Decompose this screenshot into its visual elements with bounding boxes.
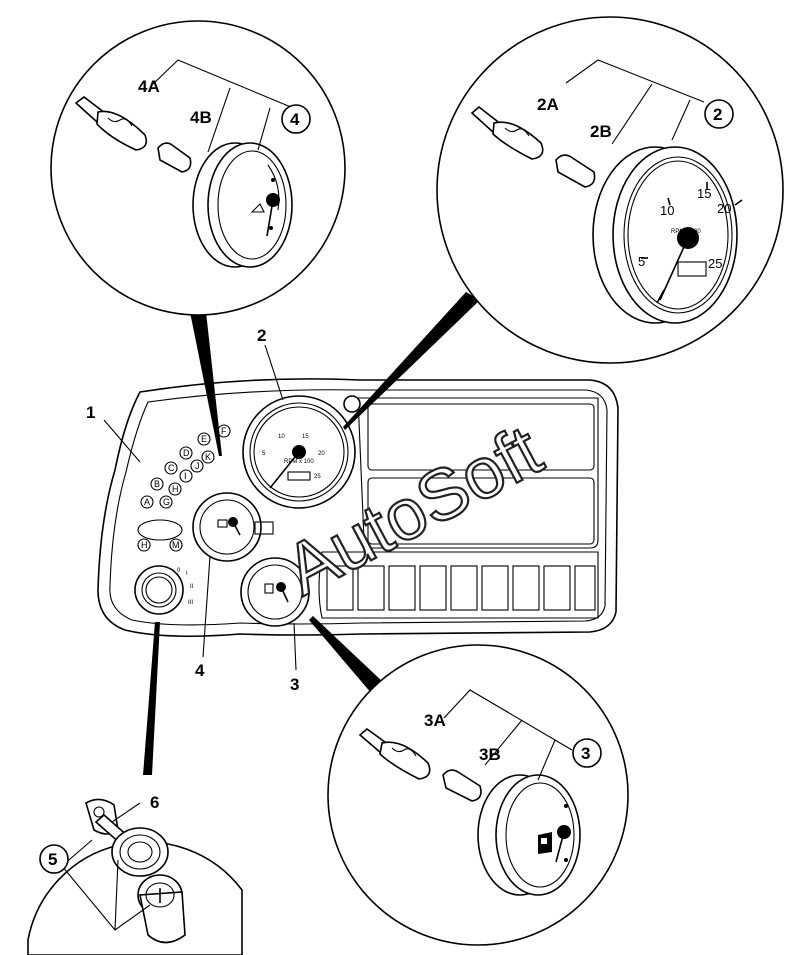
callout-5-circle: [39, 844, 69, 874]
panel-gauge-4: [192, 492, 262, 562]
lens-4b: [157, 142, 192, 173]
switch-pos-2: II: [190, 584, 194, 590]
switch-pos-3: III: [188, 600, 193, 606]
fuel-gauge-detail: [477, 774, 581, 896]
callout-4-panel: 4: [195, 661, 205, 680]
lamp-i: I: [184, 471, 187, 481]
detail-circle-2: 5 10 15 20 25 RPM x 100 2A 2B 2: [436, 16, 784, 364]
lamp-c: C: [168, 463, 175, 473]
callout-3a: 3A: [424, 711, 446, 730]
panel-tachometer: 5 10 15 20 25 RPM x 100: [242, 395, 356, 509]
tach-15: 15: [697, 186, 711, 201]
panel-callouts: 1 2 3 4: [86, 326, 299, 694]
lamp-f: F: [221, 426, 227, 436]
switch-pos-1: I: [186, 571, 188, 577]
indicator-lamp-cluster: A B C D E F G H I J K: [140, 424, 231, 509]
callout-3b: 3B: [479, 745, 501, 764]
panel-tach-unit: RPM x 100: [284, 459, 314, 465]
switch-row: [318, 551, 599, 619]
button-m: [169, 538, 183, 552]
tach-5: 5: [638, 254, 645, 269]
callout-1: 1: [86, 403, 95, 422]
callout-3-circle: [572, 738, 602, 768]
lamp-a: A: [144, 497, 150, 507]
panel-tach-5: 5: [262, 451, 266, 457]
tach-25: 25: [708, 256, 722, 271]
detail-leaders: [143, 292, 480, 775]
switch-pos-0: 0: [177, 568, 181, 574]
lamp-e: E: [201, 434, 207, 444]
panel-tach-15: 15: [302, 434, 309, 440]
tach-20: 20: [717, 201, 731, 216]
callout-3-detail: 3: [581, 744, 590, 763]
bulb-2a: [470, 105, 544, 160]
callout-4-circle: [281, 104, 311, 134]
callout-2-panel: 2: [257, 326, 266, 345]
lens-3b: [442, 769, 482, 802]
panel-tach-20: 20: [318, 451, 325, 457]
button-h-label: H: [141, 540, 148, 550]
detail-circle-3: 3A 3B 3: [327, 644, 629, 946]
lamp-k: K: [205, 452, 211, 462]
lock-cylinder: [111, 827, 186, 944]
callout-6: 6: [150, 793, 159, 812]
callout-3-panel: 3: [290, 675, 299, 694]
button-m-label: M: [172, 540, 180, 550]
panel-gauge-3: [240, 557, 310, 627]
lamp-g: G: [163, 497, 170, 507]
tachometer-detail: 5 10 15 20 25 RPM x 100: [592, 146, 743, 324]
tach-unit: RPM x 100: [671, 229, 701, 235]
detail-circle-ignition: 6 5: [27, 793, 243, 955]
bulb-3a: [358, 727, 431, 780]
bulb-4a: [74, 95, 148, 151]
lens-2b: [555, 154, 596, 188]
connector-icon: [254, 521, 274, 535]
callout-2b: 2B: [590, 122, 612, 141]
callout-4b: 4B: [190, 108, 212, 127]
callout-4-detail: 4: [290, 110, 300, 129]
callout-2-detail: 2: [713, 105, 722, 124]
tach-10: 10: [660, 203, 674, 218]
callout-2a: 2A: [537, 95, 559, 114]
upper-display-area: [357, 397, 599, 549]
button-h: [137, 538, 151, 552]
callout-4a: 4A: [138, 77, 160, 96]
panel-tach-25: 25: [314, 474, 321, 480]
ignition-switch: 0 I II III: [134, 565, 194, 615]
lamp-d: D: [183, 448, 190, 458]
detail-circle-4: 4A 4B 4: [50, 20, 346, 316]
oval-lamp: [137, 519, 183, 541]
lamp-j: J: [195, 461, 200, 471]
dashboard-panel: A B C D E F G H I J K H M 0 I II III: [97, 378, 619, 638]
panel-knob: [343, 395, 361, 413]
gauge-4-detail: [192, 142, 293, 268]
callout-5: 5: [48, 850, 57, 869]
panel-tach-10: 10: [278, 434, 285, 440]
lamp-h: H: [172, 484, 179, 494]
callout-2-circle: [704, 99, 734, 129]
lamp-b: B: [154, 479, 160, 489]
